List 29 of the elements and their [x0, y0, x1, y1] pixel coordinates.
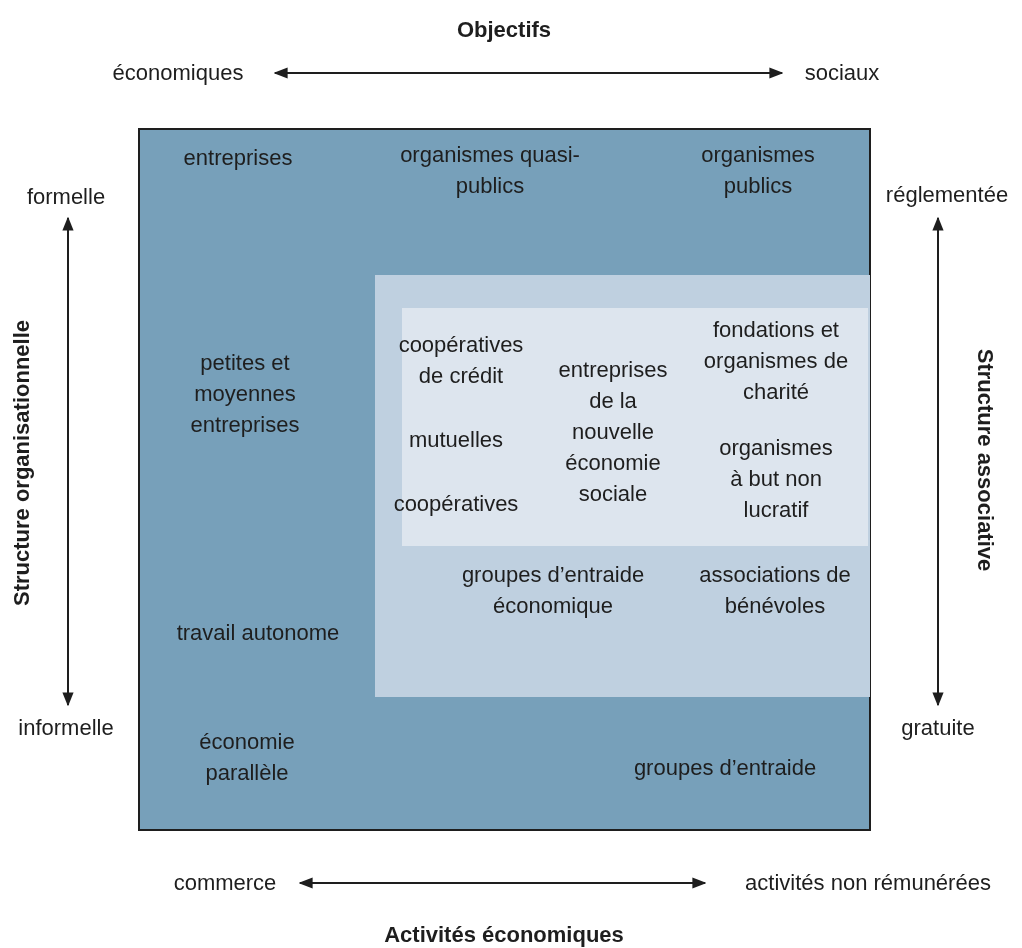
axis-title: Structure associative	[972, 348, 998, 572]
axis-title: Structure organisationnelle	[9, 319, 35, 607]
axis-title: Objectifs	[456, 17, 552, 43]
category-text: entreprises de la nouvelle économie sociale	[557, 355, 669, 508]
category-text: organismes à but non lucratif	[718, 433, 834, 524]
category-text: groupes d’entraide économique	[460, 561, 646, 620]
axis-end-label: commerce	[173, 870, 277, 896]
axis-end-label: sociaux	[804, 60, 880, 86]
axis-end-label: économiques	[112, 60, 244, 86]
category-text: organismes publics	[700, 141, 816, 200]
category-text: organismes quasi-publics	[400, 141, 580, 200]
middle-panel	[375, 275, 870, 697]
axis-end-label: activités non rémunérées	[745, 870, 991, 896]
axis-end-label: formelle	[26, 184, 106, 210]
category-text: entreprises	[182, 143, 294, 172]
category-text: économie parallèle	[198, 728, 296, 787]
axis-title: Activités économiques	[384, 922, 624, 948]
category-text: travail autonome	[175, 618, 341, 647]
category-text: associations de bénévoles	[698, 561, 852, 620]
axis-end-label: gratuite	[901, 715, 975, 741]
category-text: coopératives	[392, 489, 520, 518]
axis-end-label: réglementée	[885, 182, 1009, 208]
category-text: petites et moyennes entreprises	[189, 348, 301, 439]
category-text: coopératives de crédit	[397, 331, 525, 390]
axis-end-label: informelle	[18, 715, 114, 741]
outer-panel	[138, 128, 871, 831]
category-text: mutuelles	[407, 425, 505, 454]
category-text: groupes d’entraide	[632, 753, 818, 782]
category-text: fondations et organismes de charité	[702, 315, 850, 406]
